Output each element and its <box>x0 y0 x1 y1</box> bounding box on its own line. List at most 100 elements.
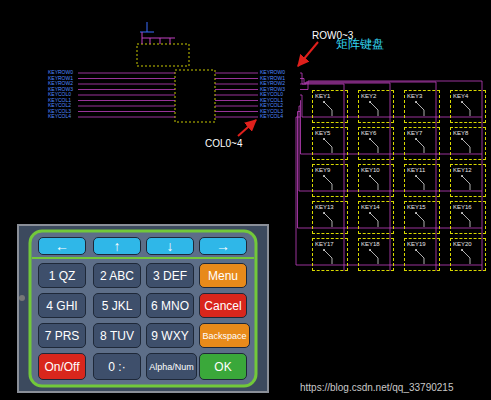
keypad-button: ↓ <box>146 237 194 255</box>
keypad-button: 4 GHI <box>38 293 86 318</box>
keypad-button: On/Off <box>38 353 86 380</box>
button-label: Backspace <box>202 331 246 341</box>
key-label: KEY6 <box>361 130 376 136</box>
key-label: KEY15 <box>407 204 426 210</box>
key-label: KEY7 <box>407 130 422 136</box>
net-label: KEYROW0 <box>260 70 285 75</box>
keypad-button: Alpha/Num <box>146 353 197 380</box>
key-label: KEY3 <box>407 93 422 99</box>
button-label: 6 MNO <box>151 299 189 313</box>
key-switch-box: KEY5 <box>312 127 348 160</box>
key-label: KEY11 <box>407 167 425 173</box>
net-label: KEYCOL3 <box>48 109 71 114</box>
net-label: KEYROW0 <box>48 70 73 75</box>
keypad-button: 8 TUV <box>93 323 141 348</box>
key-label: KEY18 <box>361 241 380 247</box>
net-label: KEYCOL2 <box>260 103 283 108</box>
net-label: KEYROW1 <box>48 76 73 81</box>
header-connector <box>175 70 215 122</box>
key-switch-box: KEY20 <box>450 238 486 271</box>
key-switch-box: KEY2 <box>358 90 394 123</box>
key-switch-box: KEY8 <box>450 127 486 160</box>
key-label: KEY1 <box>315 93 330 99</box>
key-label: KEY20 <box>453 241 472 247</box>
net-label: KEYROW3 <box>48 87 73 92</box>
key-label: KEY14 <box>361 204 380 210</box>
key-label: KEY16 <box>453 204 472 210</box>
key-label: KEY13 <box>315 204 334 210</box>
key-switch-box: KEY11 <box>404 164 440 197</box>
button-label: → <box>216 238 230 254</box>
button-label: ↓ <box>167 238 174 254</box>
keypad-button: Cancel <box>199 293 247 318</box>
key-switch-box: KEY9 <box>312 164 348 197</box>
key-switch-box: KEY13 <box>312 201 348 234</box>
net-label: KEYROW2 <box>260 81 285 86</box>
key-switch-box: KEY4 <box>450 90 486 123</box>
keypad-button: 2 ABC <box>93 263 141 288</box>
watermark: https://blog.csdn.net/qq_33790215 <box>300 382 453 393</box>
keypad-button: Backspace <box>199 323 250 348</box>
button-label: ↑ <box>114 238 121 254</box>
keypad-button: 7 PRS <box>38 323 86 348</box>
net-label: KEYCOL0 <box>260 92 283 97</box>
keypad-button: 0 :· <box>93 353 141 380</box>
net-label: KEYCOL0 <box>48 92 71 97</box>
keypad-bezel <box>30 231 256 386</box>
keypad-button: 1 QZ <box>38 263 86 288</box>
chip-pins <box>142 32 175 44</box>
net-label: KEYROW1 <box>260 76 285 81</box>
keypad-divider <box>32 257 254 259</box>
button-label: 1 QZ <box>49 269 76 283</box>
keypad-button: ← <box>38 237 86 255</box>
callout-arrow <box>298 42 318 66</box>
button-label: 8 TUV <box>100 329 134 343</box>
net-label: KEYROW2 <box>48 81 73 86</box>
button-label: 0 :· <box>108 360 125 374</box>
title-note: 矩阵键盘 <box>336 36 384 53</box>
key-switch-box: KEY15 <box>404 201 440 234</box>
key-label: KEY10 <box>361 167 380 173</box>
net-label: KEYROW3 <box>260 87 285 92</box>
button-label: OK <box>214 360 231 374</box>
button-label: 3 DEF <box>153 269 187 283</box>
button-label: Menu <box>208 269 238 283</box>
key-switch-box: KEY7 <box>404 127 440 160</box>
key-label: KEY5 <box>315 130 330 136</box>
key-switch-box: KEY18 <box>358 238 394 271</box>
key-label: KEY2 <box>361 93 376 99</box>
button-label: Alpha/Num <box>149 362 194 372</box>
key-switch-box: KEY12 <box>450 164 486 197</box>
keypad-button: 5 JKL <box>93 293 141 318</box>
net-label: KEYCOL3 <box>260 109 283 114</box>
screw <box>19 295 25 301</box>
keypad-button: 3 DEF <box>146 263 194 288</box>
net-label: KEYCOL4 <box>48 114 71 119</box>
keypad-button: → <box>199 237 247 255</box>
key-label: KEY12 <box>453 167 472 173</box>
callout-text: COL0~4 <box>205 138 243 149</box>
connector-part <box>137 44 189 66</box>
callout-arrow <box>238 120 256 136</box>
key-switch-box: KEY1 <box>312 90 348 123</box>
button-label: 9 WXY <box>151 329 188 343</box>
key-switch-box: KEY17 <box>312 238 348 271</box>
button-label: ← <box>55 238 69 254</box>
key-switch-box: KEY19 <box>404 238 440 271</box>
keypad-button: 9 WXY <box>146 323 194 348</box>
keypad-button: 6 MNO <box>146 293 194 318</box>
key-label: KEY9 <box>315 167 330 173</box>
button-label: 5 JKL <box>102 299 133 313</box>
keypad-button: ↑ <box>93 237 141 255</box>
keypad-button: OK <box>199 353 247 380</box>
key-switch-box: KEY6 <box>358 127 394 160</box>
key-label: KEY19 <box>407 241 426 247</box>
key-label: KEY17 <box>315 241 334 247</box>
keypad-button: Menu <box>199 263 247 288</box>
key-switch-box: KEY3 <box>404 90 440 123</box>
key-switch-box: KEY14 <box>358 201 394 234</box>
wires <box>78 73 482 271</box>
net-label: KEYCOL2 <box>48 103 71 108</box>
button-label: Cancel <box>204 299 241 313</box>
keypad-photo <box>18 225 268 392</box>
